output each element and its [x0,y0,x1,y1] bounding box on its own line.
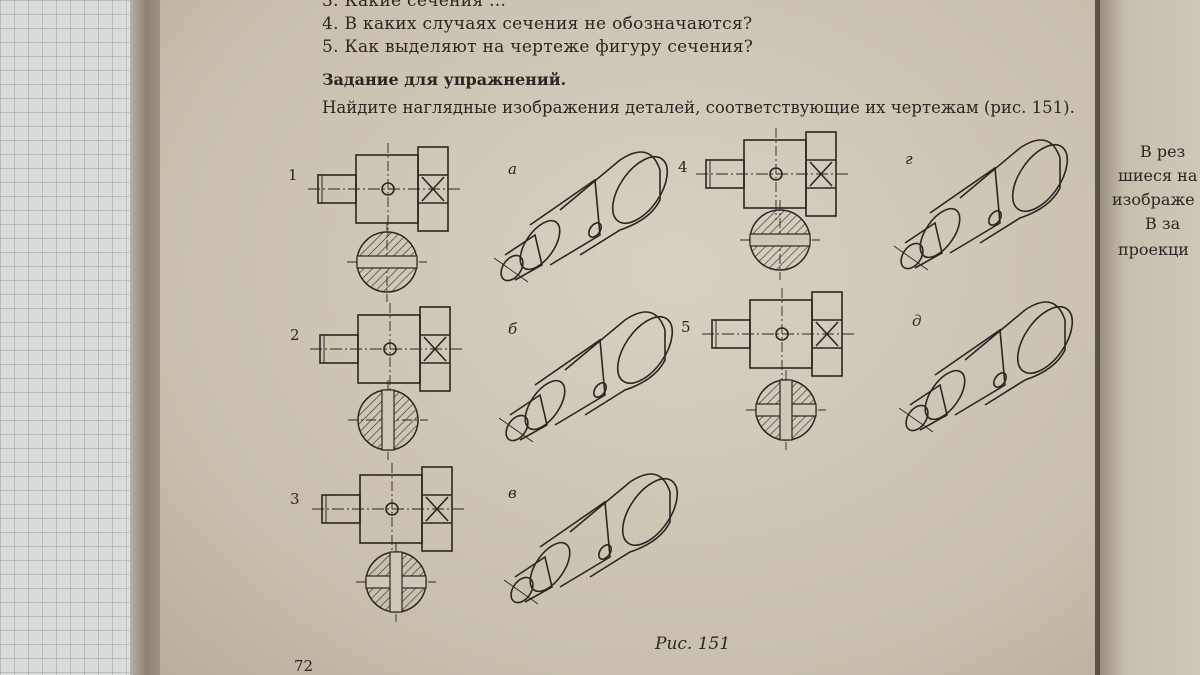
pictorial-label-a: а [508,160,517,178]
drawing-label-4: 4 [678,158,688,176]
question-5: 5. Как выделяют на чертеже фигуру сечени… [322,37,754,57]
graph-paper [0,0,150,675]
pictorial-label-g: г [905,150,913,168]
right-page-line-2: шиеся на [1118,166,1198,185]
right-page-edge [1100,0,1200,675]
question-3: 3. Какие сечения ... [322,0,507,11]
right-page-line-1: В рез [1140,142,1186,161]
drawing-label-3: 3 [290,490,300,508]
right-page-line-5: проекци [1118,240,1189,259]
textbook-page [160,0,1095,675]
pictorial-label-b: б [508,320,518,338]
drawing-label-1: 1 [288,166,298,184]
drawing-label-5: 5 [681,318,691,336]
right-page-line-3: изображе [1112,190,1195,209]
exercise-task: Найдите наглядные изображения деталей, с… [322,98,1075,117]
drawing-label-2: 2 [290,326,300,344]
exercise-heading: Задание для упражнений. [322,70,567,89]
question-4: 4. В каких случаях сечения не обозначают… [322,14,753,34]
pictorial-label-v: в [508,484,517,502]
pictorial-label-d: д [912,312,922,330]
figure-caption: Рис. 151 [655,634,731,654]
page-number: 72 [294,657,314,675]
right-page-line-4: В за [1145,214,1181,233]
